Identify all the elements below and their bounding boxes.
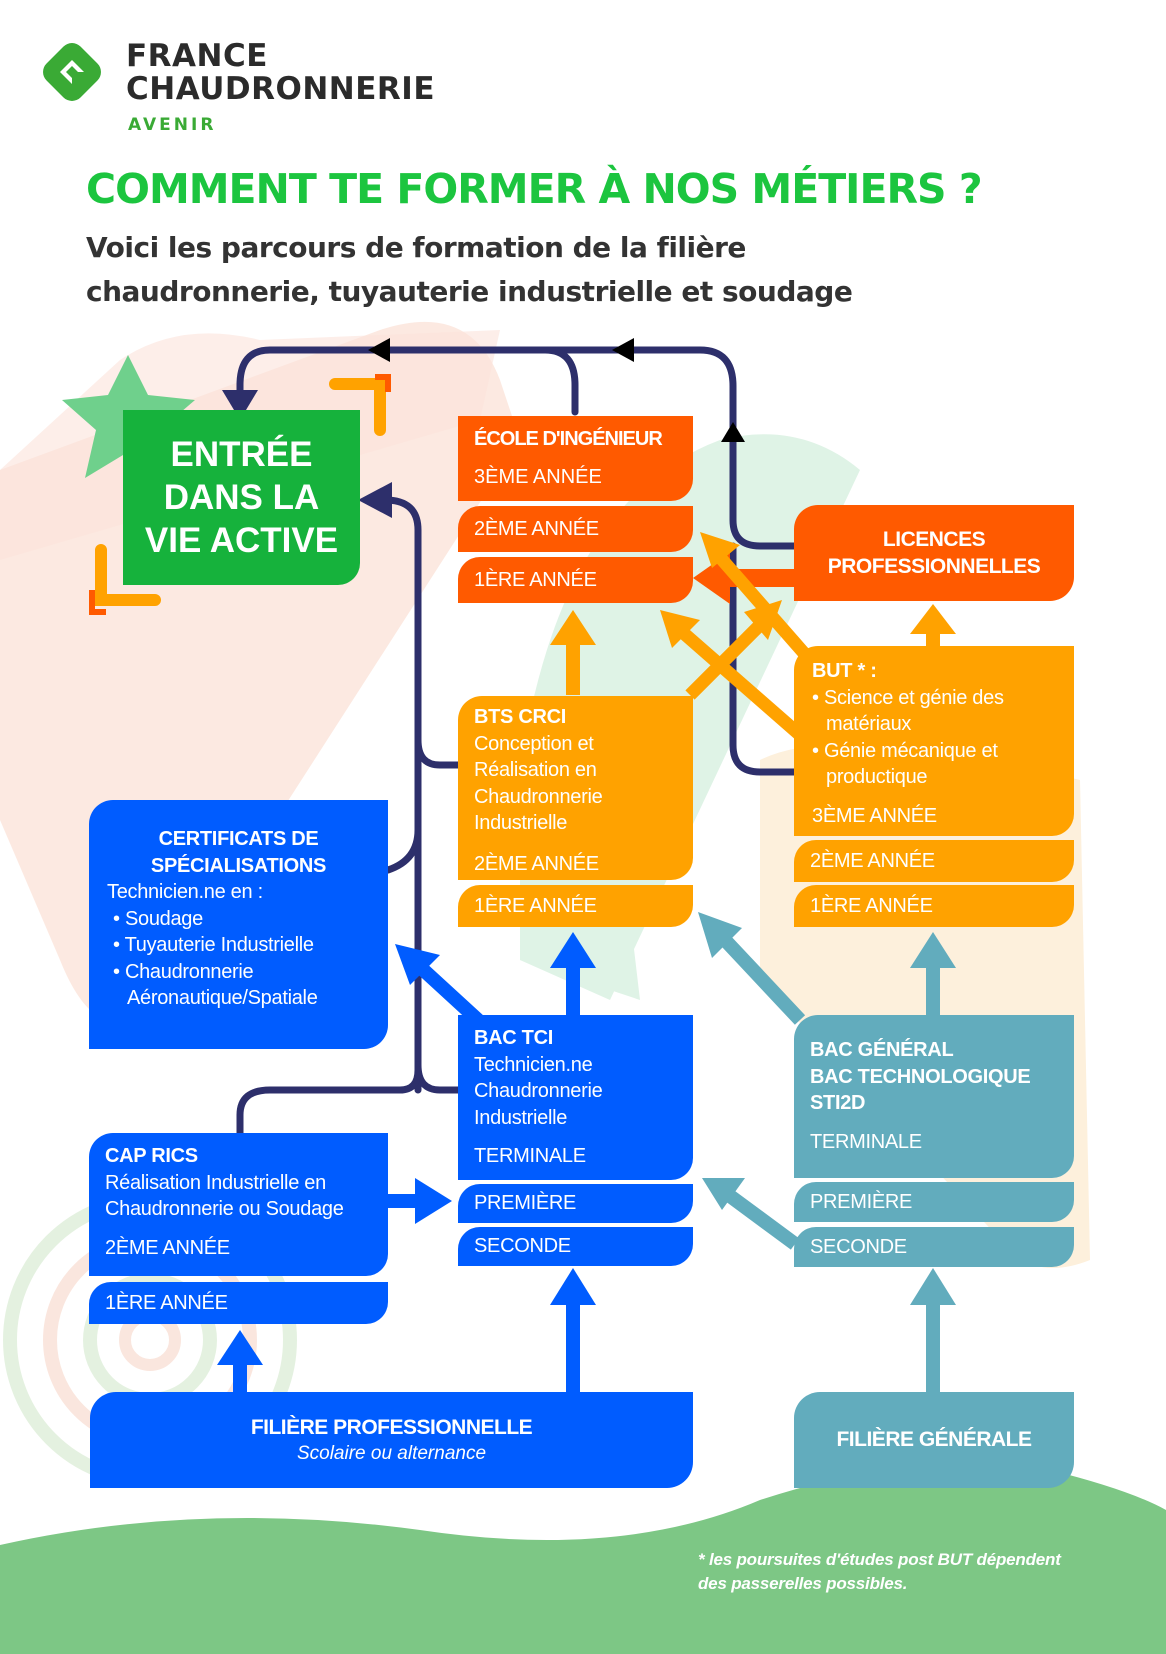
but-year-2-label: 2ÈME ANNÉE [810, 849, 935, 872]
cert-intro: Technicien.ne en : [107, 881, 263, 903]
tci-desc-1: Technicien.ne [474, 1053, 593, 1076]
footnote-line2: des passerelles possibles. [698, 1574, 908, 1593]
cap-year-1-label: 1ÈRE ANNÉE [105, 1291, 228, 1314]
cert-item-2: • Tuyauterie Industrielle [113, 934, 314, 956]
tci-desc-2: Chaudronnerie [474, 1080, 603, 1102]
subtitle-line-2: chaudronnerie, tuyauterie industrielle e… [86, 275, 853, 308]
node-bac-tci: BAC TCI Technicien.ne Chaudronnerie Indu… [458, 1015, 693, 1180]
node-vie-active: ENTRÉE DANS LA VIE ACTIVE [123, 410, 360, 585]
but-item-1: • Science et génie des [812, 686, 1004, 709]
vie-active-line2: DANS LA [163, 478, 320, 517]
footnote-line1: * les poursuites d'études post BUT dépen… [698, 1550, 1061, 1569]
but-item-2-cont: productique [826, 766, 928, 788]
page-title: COMMENT TE FORMER À NOS MÉTIERS ? [86, 165, 983, 213]
subtitle-line-1: Voici les parcours de formation de la fi… [86, 231, 746, 264]
bts-desc-4: Industrielle [474, 812, 568, 834]
but-item-2-label: Génie mécanique et [823, 739, 998, 762]
bts-year-1: 1ÈRE ANNÉE [458, 885, 693, 927]
bts-year-2: 2ÈME ANNÉE [474, 852, 599, 875]
ecole-year-1: 1ÈRE ANNÉE [458, 557, 693, 603]
ecole-year-1-label: 1ÈRE ANNÉE [474, 568, 597, 591]
brand-name: FRANCE CHAUDRONNERIE [126, 40, 435, 106]
filiere-pro-subtitle: Scolaire ou alternance [296, 1443, 487, 1464]
node-ecole-ingenieur: ÉCOLE D'INGÉNIEUR 3ÈME ANNÉE [458, 416, 693, 501]
bg-green-hill [0, 1462, 1166, 1654]
footnote: * les poursuites d'études post BUT dépen… [698, 1548, 1061, 1596]
licences-line2: PROFESSIONNELLES [827, 555, 1041, 578]
ecole-year-2: 2ÈME ANNÉE [458, 506, 693, 552]
but-item-1-label: Science et génie des [823, 686, 1004, 709]
gen-title-1: BAC GÉNÉRAL [810, 1039, 954, 1061]
node-bac-general: BAC GÉNÉRAL BAC TECHNOLOGIQUE STI2D TERM… [794, 1015, 1074, 1178]
gen-premiere: PREMIÈRE [794, 1182, 1074, 1222]
cert-item-3: • Chaudronnerie [113, 960, 254, 983]
bts-desc-1: Conception et [474, 732, 594, 755]
tci-desc-3: Industrielle [474, 1106, 568, 1129]
but-item-2: • Génie mécanique et [812, 739, 998, 762]
ecole-title: ÉCOLE D'INGÉNIEUR [474, 428, 663, 450]
tci-seconde: SECONDE [458, 1227, 693, 1266]
brand-line2: CHAUDRONNERIE [126, 71, 436, 107]
bts-desc-3: Chaudronnerie [474, 785, 603, 808]
gen-terminale: TERMINALE [810, 1130, 922, 1153]
node-filiere-generale: FILIÈRE GÉNÉRALE [794, 1392, 1074, 1488]
cap-desc-1: Réalisation Industrielle en [105, 1171, 326, 1194]
vie-active-line1: ENTRÉE [170, 435, 313, 474]
cert-item-1-label: Soudage [124, 907, 203, 930]
but-item-1-cont: matériaux [826, 713, 912, 735]
cert-item-2-label: Tuyauterie Industrielle [124, 934, 314, 956]
but-year-2: 2ÈME ANNÉE [794, 840, 1074, 882]
but-year-1: 1ÈRE ANNÉE [794, 885, 1074, 927]
tci-premiere-label: PREMIÈRE [474, 1192, 577, 1214]
corner-bracket-bottom-accent [89, 590, 106, 615]
but-title: BUT * : [812, 660, 877, 682]
gen-title-3: STI2D [810, 1092, 866, 1114]
ecole-year-2-label: 2ÈME ANNÉE [474, 517, 599, 540]
tci-title: BAC TCI [474, 1027, 554, 1049]
cert-item-3-cont: Aéronautique/Spatiale [127, 987, 318, 1009]
but-year-1-label: 1ÈRE ANNÉE [810, 894, 933, 917]
brand-tagline: AVENIR [128, 115, 217, 135]
vie-active-line3: VIE ACTIVE [144, 521, 339, 560]
bts-year-1-label: 1ÈRE ANNÉE [474, 894, 597, 917]
gen-seconde: SECONDE [794, 1227, 1074, 1267]
gen-seconde-label: SECONDE [810, 1235, 907, 1258]
node-bts-crci: BTS CRCI Conception et Réalisation en Ch… [458, 696, 693, 880]
node-certificats: CERTIFICATS DE SPÉCIALISATIONS Technicie… [89, 800, 388, 1049]
gen-premiere-label: PREMIÈRE [810, 1190, 913, 1213]
tci-seconde-label: SECONDE [474, 1235, 571, 1257]
page-subtitle: Voici les parcours de formation de la fi… [86, 226, 853, 314]
node-filiere-pro: FILIÈRE PROFESSIONNELLE Scolaire ou alte… [90, 1392, 693, 1488]
node-but: BUT * : • Science et génie des matériaux… [794, 646, 1074, 836]
corner-bracket-bottom [95, 544, 161, 606]
bts-desc-2: Réalisation en [474, 759, 597, 781]
cert-title-2: SPÉCIALISATIONS [150, 854, 327, 877]
bts-title: BTS CRCI [474, 706, 567, 728]
brand-line1: FRANCE [126, 38, 268, 74]
cap-year-2: 2ÈME ANNÉE [105, 1236, 230, 1259]
node-licences-pro: LICENCES PROFESSIONNELLES [794, 505, 1074, 601]
cert-item-1: • Soudage [113, 907, 203, 930]
cap-year-1: 1ÈRE ANNÉE [89, 1282, 388, 1324]
gen-title-2: BAC TECHNOLOGIQUE [810, 1065, 1031, 1088]
filiere-pro-title: FILIÈRE PROFESSIONNELLE [250, 1416, 533, 1439]
node-cap-rics: CAP RICS Réalisation Industrielle en Cha… [89, 1133, 388, 1276]
cap-title: CAP RICS [105, 1145, 198, 1167]
cert-title-1: CERTIFICATS DE [158, 828, 319, 850]
licences-line1: LICENCES [882, 528, 986, 551]
filiere-gen-title: FILIÈRE GÉNÉRALE [836, 1428, 1032, 1451]
but-year-3: 3ÈME ANNÉE [812, 804, 937, 827]
cert-item-3-label: Chaudronnerie [124, 960, 254, 983]
tci-terminale: TERMINALE [474, 1145, 586, 1167]
tci-premiere: PREMIÈRE [458, 1184, 693, 1223]
ecole-year-3: 3ÈME ANNÉE [474, 466, 602, 488]
cap-desc-2: Chaudronnerie ou Soudage [105, 1198, 344, 1220]
brand-logo-icon [43, 43, 101, 101]
